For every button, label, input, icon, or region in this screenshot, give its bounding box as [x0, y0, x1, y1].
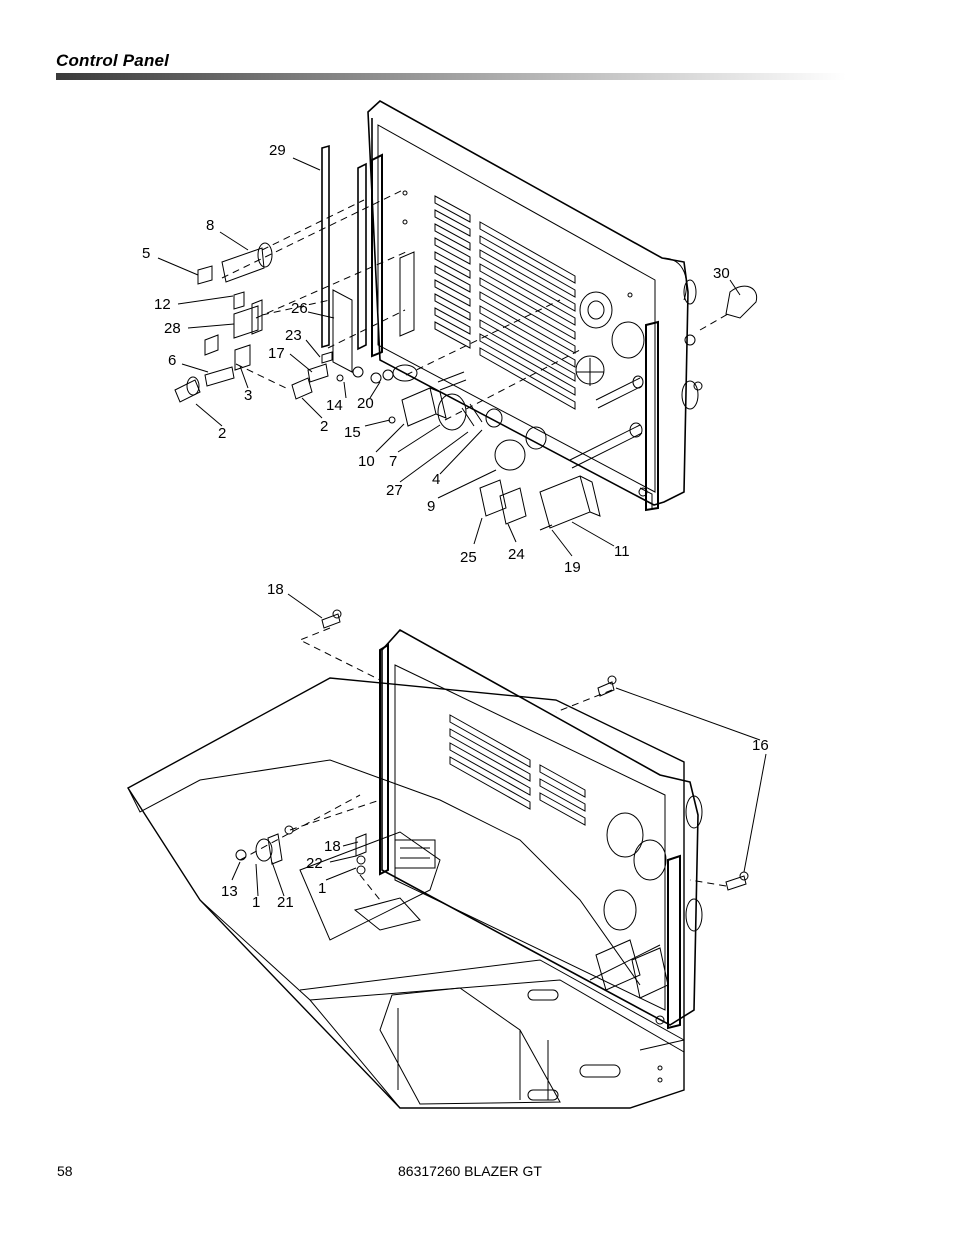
- callout-1b: 1: [252, 894, 260, 911]
- callout-12: 12: [154, 296, 171, 313]
- fasteners: [235, 609, 749, 891]
- callout-13: 13: [221, 883, 238, 900]
- callout-7: 7: [389, 453, 397, 470]
- callout-28: 28: [164, 320, 181, 337]
- callout-14: 14: [326, 397, 343, 414]
- callout-2b: 2: [320, 418, 328, 435]
- callout-20: 20: [357, 395, 374, 412]
- callout-10: 10: [358, 453, 375, 470]
- callout-2a: 2: [218, 425, 226, 442]
- callout-25: 25: [460, 549, 477, 566]
- mounting-strip: [321, 144, 415, 373]
- callout-6: 6: [168, 352, 176, 369]
- callout-29: 29: [269, 142, 286, 159]
- key-knob: [684, 285, 758, 391]
- panel-louvers: [434, 195, 576, 410]
- chassis-frame: [127, 677, 685, 1109]
- top-exploded-view: 29 8 5 30 12 26 28 23 17 6 3 14 20 2 2 1…: [142, 100, 758, 576]
- bottom-assembly-view: 18 16 18 22 1 13 1 21: [127, 581, 769, 1109]
- callout-23: 23: [285, 327, 302, 344]
- callout-5: 5: [142, 245, 150, 262]
- callout-8: 8: [206, 217, 214, 234]
- alignment-lines-bottom: [239, 627, 727, 901]
- panel-gauges: [569, 279, 699, 469]
- callout-1a: 1: [318, 880, 326, 897]
- gas-fittings: [174, 242, 418, 424]
- callout-24: 24: [508, 546, 525, 563]
- callout-11: 11: [614, 543, 630, 560]
- alignment-lines: [221, 189, 729, 421]
- callout-3: 3: [244, 387, 252, 404]
- callout-16: 16: [752, 737, 769, 754]
- header-rule: [56, 73, 846, 80]
- page-number: 58: [57, 1163, 73, 1179]
- electrical-components: [401, 371, 601, 531]
- control-panel-frame: [367, 100, 689, 512]
- callout-15: 15: [344, 424, 361, 441]
- callout-21: 21: [277, 894, 294, 911]
- callout-18b: 18: [324, 838, 341, 855]
- callout-26: 26: [291, 300, 308, 317]
- callout-30: 30: [713, 265, 730, 282]
- callout-leaders-top: [157, 157, 741, 557]
- callout-4: 4: [432, 471, 440, 488]
- callout-22: 22: [306, 855, 323, 872]
- callout-9: 9: [427, 498, 435, 515]
- page-title: Control Panel: [56, 51, 170, 70]
- callout-18a: 18: [267, 581, 284, 598]
- document-id: 86317260 BLAZER GT: [398, 1163, 542, 1179]
- callout-17: 17: [268, 345, 285, 362]
- callout-labels-bottom: 18 16 18 22 1 13 1 21: [221, 581, 769, 911]
- control-panel-installed: [379, 628, 703, 1030]
- callout-leaders-bottom: [231, 593, 767, 897]
- callout-19: 19: [564, 559, 581, 576]
- callout-labels-top: 29 8 5 30 12 26 28 23 17 6 3 14 20 2 2 1…: [142, 142, 730, 576]
- callout-27: 27: [386, 482, 403, 499]
